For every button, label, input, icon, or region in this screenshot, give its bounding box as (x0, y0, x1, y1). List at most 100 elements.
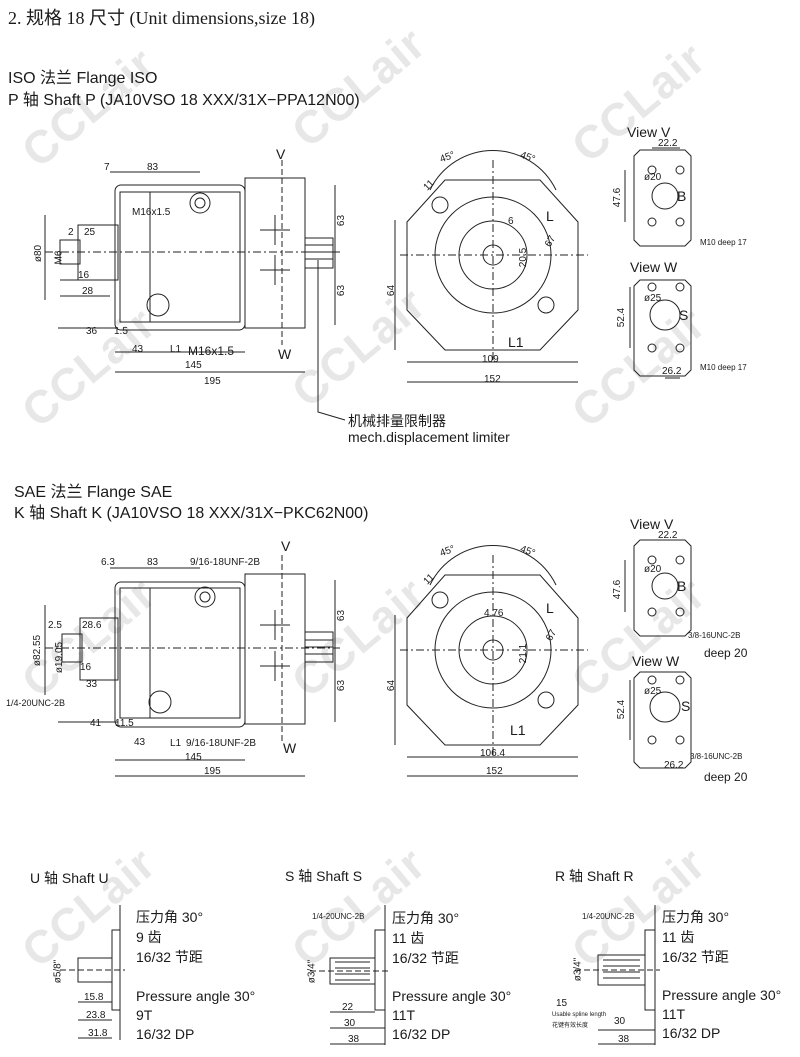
shaft-s-title: S 轴 Shaft S (285, 868, 363, 884)
shaft-s-drawing (310, 905, 390, 1045)
dim-63-top: 63 (336, 214, 348, 227)
sae-label-l1-front: L1 (510, 722, 526, 738)
sae-view-w-title: View W (632, 653, 680, 669)
sae-dim-41: 41 (90, 718, 102, 729)
sae-dim-33: 33 (86, 679, 98, 690)
label-m16-bottom: M16x1.5 (188, 344, 235, 358)
sae-dim-106-4: 106.4 (480, 748, 506, 759)
view-w-s: S (679, 307, 689, 323)
dim-2: 2 (68, 227, 74, 238)
shaft-u-dim-15-8: 15.8 (84, 992, 104, 1003)
view-v-phi20: ø20 (644, 172, 662, 183)
sae-view-w-phi25: ø25 (644, 686, 662, 697)
sae-dim-43: 43 (134, 737, 146, 748)
sae-view-v (624, 539, 692, 637)
sae-view-w-52-4: 52.4 (616, 699, 628, 720)
dim-64: 64 (386, 284, 398, 297)
shaft-r-dim-15: 15 (556, 998, 568, 1009)
label-w: W (278, 346, 292, 362)
sae-dim-145: 145 (185, 752, 202, 763)
sae-dim-152: 152 (486, 766, 503, 777)
limiter-label-cn: 机械排量限制器 (348, 413, 446, 429)
shaft-u-en2: 9T (136, 1007, 153, 1023)
dim-109: 109 (482, 354, 499, 365)
shaft-r-cn3: 16/32 节距 (662, 949, 729, 965)
shaft-u-cn3: 16/32 节距 (136, 949, 203, 965)
dim-1-5: 1.5 (114, 326, 128, 337)
sae-dim-phi19-05: ø19.05 (54, 641, 66, 674)
shaft-s-unc: 1/4-20UNC-2B (312, 912, 365, 921)
sae-front-view (394, 545, 588, 777)
sae-view-v-note2: deep 20 (704, 646, 748, 660)
sae-label-l1: L1 (170, 738, 182, 749)
sae-view-w-s: S (681, 698, 691, 714)
view-w-phi25: ø25 (644, 293, 662, 304)
sae-flange-label: SAE 法兰 Flange SAE (14, 484, 173, 501)
label-l1-front: L1 (508, 334, 524, 350)
dim-145: 145 (185, 360, 202, 371)
sae-view-v-22-2: 22.2 (658, 530, 678, 541)
iso-front-view (394, 150, 588, 383)
view-v-b: B (677, 188, 687, 204)
shaft-r-dim-34: ø3/4" (572, 957, 584, 982)
label-l1: L1 (170, 344, 182, 355)
shaft-r-cn2: 11 齿 (662, 929, 695, 945)
sae-dim-195: 195 (204, 766, 221, 777)
page-title: 2. 规格 18 尺寸 (Unit dimensions,size 18) (8, 8, 315, 28)
sae-dim-unf-bottom: 9/16-18UNF-2B (186, 738, 257, 749)
dim-phi80: ø80 (33, 244, 45, 263)
shaft-s-cn2: 11 齿 (392, 930, 425, 946)
iso-side-view (44, 160, 340, 373)
shaft-u-en3: 16/32 DP (136, 1026, 195, 1042)
shaft-s-en3: 16/32 DP (392, 1026, 451, 1042)
shaft-s-dim-34: ø3/4" (306, 959, 318, 984)
sae-dim-unc: 1/4-20UNC-2B (6, 698, 66, 708)
dim-195: 195 (204, 376, 221, 387)
view-w-title: View W (630, 259, 678, 275)
sae-dim-63-top: 63 (336, 609, 348, 622)
sae-label-v: V (281, 538, 291, 554)
sae-view-v-b: B (677, 578, 687, 594)
shaft-r-dim-30: 30 (614, 1016, 626, 1027)
shaft-s-en2: 11T (392, 1007, 416, 1023)
limiter-label-en: mech.displacement limiter (348, 429, 510, 445)
shaft-u-cn2: 9 齿 (136, 929, 162, 945)
iso-view-w (629, 279, 692, 379)
shaft-s-dim-30: 30 (344, 1018, 356, 1029)
dim-83: 83 (147, 162, 159, 173)
view-v-note: M10 deep 17 (700, 238, 747, 247)
dim-6: 6 (508, 216, 514, 227)
shaft-r-spline-cn: 花键有效长度 (552, 1023, 589, 1029)
iso-view-v (624, 147, 692, 247)
dim-16: 16 (78, 270, 90, 281)
view-w-note: M10 deep 17 (700, 363, 747, 372)
sae-view-w (629, 671, 692, 769)
iso-flange-label: ISO 法兰 Flange ISO (8, 70, 158, 87)
shaft-r-title: R 轴 Shaft R (555, 868, 634, 884)
sae-view-v-phi20: ø20 (644, 564, 662, 575)
shaft-u-dim-23-8: 23.8 (86, 1010, 106, 1021)
dim-36: 36 (86, 326, 98, 337)
shaft-s-en1: Pressure angle 30° (392, 988, 512, 1004)
shaft-r-cn1: 压力角 30° (662, 909, 730, 925)
sae-dim-28-6: 28.6 (82, 620, 102, 631)
shaft-u-en1: Pressure angle 30° (136, 988, 256, 1004)
sae-label-w: W (283, 740, 297, 756)
label-v: V (276, 146, 286, 162)
view-v-title: View V (627, 124, 671, 140)
shaft-r-spline-en: Usable spline length (552, 1012, 607, 1018)
view-v-22-2: 22.2 (658, 138, 678, 149)
sae-dim-2-5: 2.5 (48, 620, 62, 631)
sae-view-w-26-2: 26.2 (664, 760, 684, 771)
sae-view-v-title: View V (630, 516, 674, 532)
iso-shaft-label: P 轴 Shaft P (JA10VSO 18 XXX/31X−PPA12N00… (8, 92, 360, 109)
shaft-r-dim-38: 38 (618, 1034, 630, 1045)
sae-view-w-note1: 3/8-16UNC-2B (690, 752, 743, 761)
dim-7: 7 (104, 162, 110, 173)
shaft-r-en2: 11T (662, 1006, 686, 1022)
shaft-s-dim-22: 22 (342, 1002, 354, 1013)
label-l: L (546, 208, 554, 224)
label-m16-top: M16x1.5 (132, 207, 171, 218)
dim-43: 43 (132, 344, 144, 355)
